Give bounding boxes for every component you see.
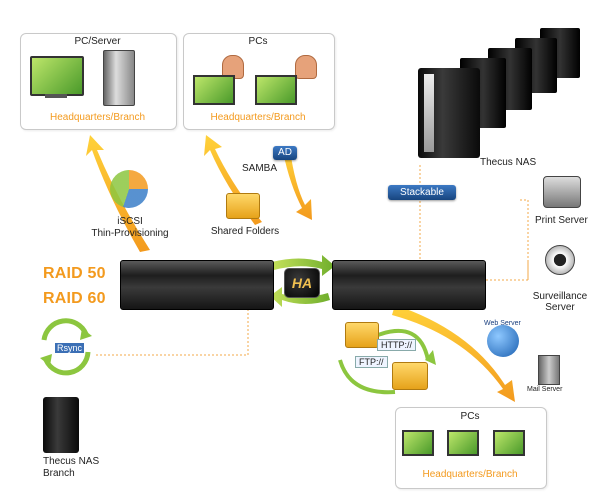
shared-folders-label: Shared Folders	[210, 226, 280, 237]
arrow-ha-right	[272, 255, 335, 276]
server-tower-icon	[103, 50, 135, 106]
rack-server-right	[332, 260, 486, 310]
nas-front-panel	[424, 74, 434, 152]
ha-badge: HA	[284, 268, 320, 298]
iscsi-label: iSCSI	[117, 216, 143, 227]
print-server-label: Print Server	[535, 215, 588, 226]
samba-label: SAMBA	[242, 163, 278, 174]
web-server-label: Web Server	[484, 320, 521, 327]
monitor-icon	[402, 430, 434, 456]
http-label: HTTP://	[377, 339, 416, 351]
monitor-stand-icon	[45, 94, 67, 98]
arrow-to-pcs-bottom	[392, 305, 515, 402]
mail-server-icon	[538, 355, 560, 385]
printer-icon	[543, 176, 581, 208]
rack-server-left	[120, 260, 274, 310]
pc-server-title: PC/Server	[74, 36, 121, 47]
user-avatar-icon	[295, 55, 317, 79]
monitor-icon	[493, 430, 525, 456]
nas-tower-icon	[43, 397, 79, 453]
monitor-icon	[30, 56, 84, 96]
pcs-top-caption: Headquarters/Branch	[210, 112, 306, 123]
pc-server-caption: Headquarters/Branch	[49, 112, 146, 123]
thin-provisioning-label: Thin-Provisioning	[91, 228, 169, 239]
pcs-bottom-caption: Headquarters/Branch	[422, 469, 518, 480]
rsync-cycle-icon	[40, 318, 92, 376]
mail-server-label: Mail Server	[527, 386, 563, 393]
arrow-ad-down	[283, 150, 312, 220]
globe-icon	[487, 325, 519, 357]
arrow-samba-up	[204, 135, 262, 225]
ad-badge: AD	[273, 146, 297, 160]
branch-label: Branch	[43, 468, 75, 479]
stackable-badge: Stackable	[388, 185, 456, 200]
folder-icon	[392, 362, 428, 390]
folder-icon	[226, 193, 260, 219]
ftp-label: FTP://	[355, 356, 388, 368]
pcs-top-title: PCs	[248, 36, 268, 47]
pcs-bottom-title: PCs	[460, 411, 480, 422]
thecus-nas-branch-label: Thecus NAS	[43, 456, 100, 467]
rsync-label: Rsync	[55, 343, 85, 353]
surveillance-server-label: Surveillance Server	[532, 291, 588, 313]
thecus-nas-label: Thecus NAS	[480, 157, 537, 168]
raid50-label: RAID 50	[43, 265, 106, 282]
raid60-label: RAID 60	[43, 290, 106, 307]
arrow-to-pc-server	[86, 135, 150, 252]
monitor-icon	[193, 75, 235, 105]
webcam-icon	[545, 245, 575, 275]
iscsi-icon	[110, 170, 148, 208]
folder-icon	[345, 322, 379, 348]
monitor-icon	[255, 75, 297, 105]
monitor-icon	[447, 430, 479, 456]
